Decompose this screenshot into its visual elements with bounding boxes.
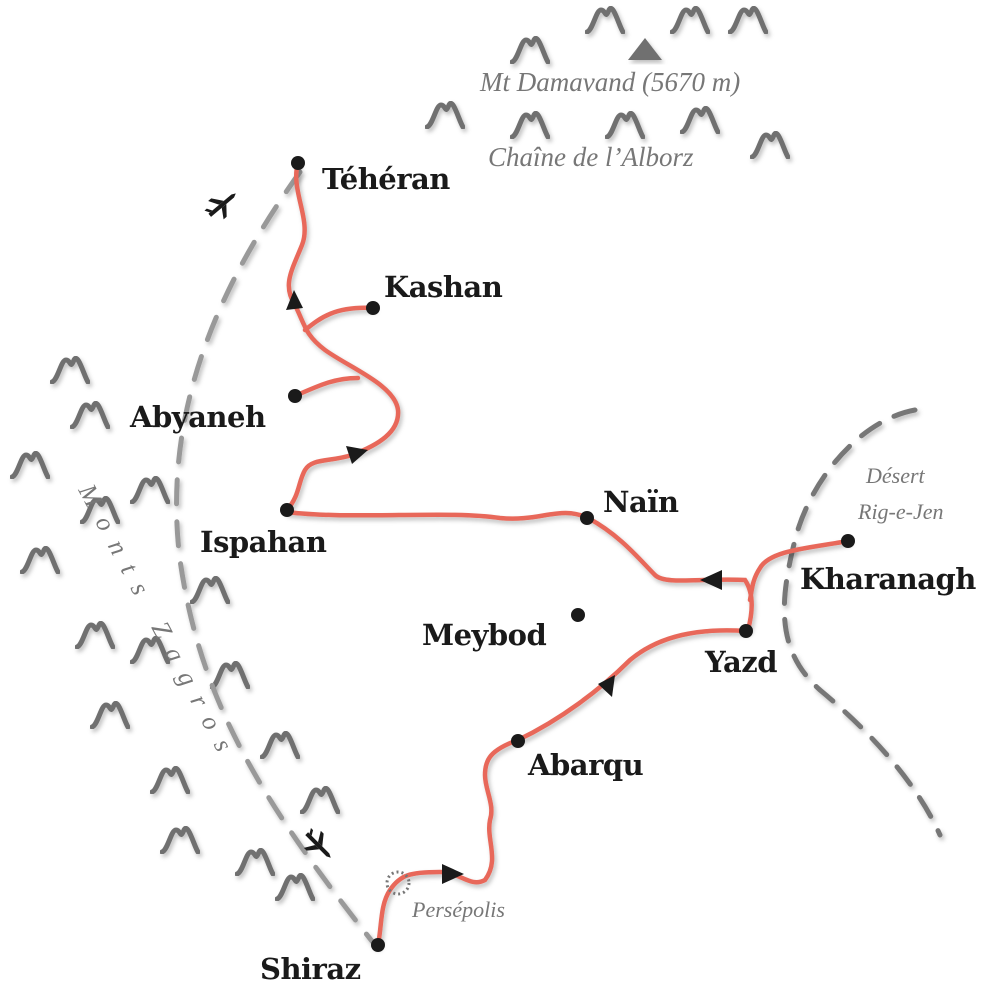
mountain-icon: [237, 850, 273, 874]
persepolis-label: Persépolis: [412, 897, 505, 922]
mountain-icon: [152, 768, 188, 792]
route-arrow-icon: [442, 864, 464, 884]
route-arrow-icon: [598, 675, 615, 697]
city-dot-nain: [580, 511, 594, 525]
mountain-icon: [512, 113, 548, 137]
alborz-label: Chaîne de l’Alborz: [488, 142, 694, 172]
mountain-icon: [277, 875, 313, 899]
zagros-dashed-line: [174, 169, 378, 948]
mountain-icon: [162, 828, 198, 852]
city-label-yazd: Yazd: [705, 645, 778, 679]
mountain-icon: [92, 703, 128, 727]
city-label-abarqu: Abarqu: [528, 748, 644, 782]
mountain-icon: [77, 623, 113, 647]
route-arrow-icon: [286, 290, 303, 310]
mountain-icon: [302, 788, 338, 812]
route: [284, 160, 851, 948]
route-arrow-icon: [700, 570, 722, 590]
route-arrow-icon: [346, 446, 368, 464]
desert-dashed-line: [781, 407, 943, 838]
city-dot-abyaneh: [288, 389, 302, 403]
mountain-icon: [607, 113, 643, 137]
city-label-ispahan: Ispahan: [200, 525, 327, 559]
route-arrows: [286, 290, 722, 884]
mountain-icon: [262, 733, 298, 757]
mountain-icon: [52, 358, 88, 382]
airplane-icon: [303, 828, 331, 858]
city-dot-ispahan: [280, 503, 294, 517]
city-dot-kharanagh: [841, 534, 855, 548]
mountain-icon: [752, 133, 788, 157]
city-label-nain: Naïn: [603, 485, 679, 519]
city-label-teheran: Téhéran: [322, 162, 450, 196]
summit-triangle-icon: [628, 38, 662, 60]
mountain-icon: [22, 548, 58, 572]
mountain-icon: [12, 453, 48, 477]
city-dot-kashan: [366, 301, 380, 315]
city-label-shiraz: Shiraz: [260, 952, 361, 986]
city-dot-yazd: [739, 624, 753, 638]
mountain-icon: [192, 578, 228, 602]
archaeological-site-icon: [385, 870, 411, 896]
mountain-icon: [682, 108, 718, 132]
mountain-icon: [212, 663, 248, 687]
city-label-kharanagh: Kharanagh: [800, 562, 976, 596]
mountain-icon: [512, 38, 548, 62]
city-label-meybod: Meybod: [422, 618, 547, 652]
damavand-label: Mt Damavand (5670 m): [480, 67, 741, 97]
mountain-icon: [427, 103, 463, 127]
city-label-abyaneh: Abyaneh: [130, 400, 266, 434]
desert-label-line2: Rig-e-Jen: [858, 499, 944, 524]
desert-label-line1: Désert: [866, 463, 925, 488]
city-dot-teheran: [291, 156, 305, 170]
mountain-icon: [730, 8, 766, 32]
mountain-icon: [72, 403, 108, 427]
city-dot-abarqu: [511, 734, 525, 748]
mountain-icon: [587, 8, 623, 32]
city-label-kashan: Kashan: [384, 270, 503, 304]
city-dot-shiraz: [371, 938, 385, 952]
mountain-icon: [132, 478, 168, 502]
city-dot-meybod: [571, 608, 585, 622]
mountain-icon: [672, 8, 708, 32]
airplane-icon: [204, 193, 236, 220]
